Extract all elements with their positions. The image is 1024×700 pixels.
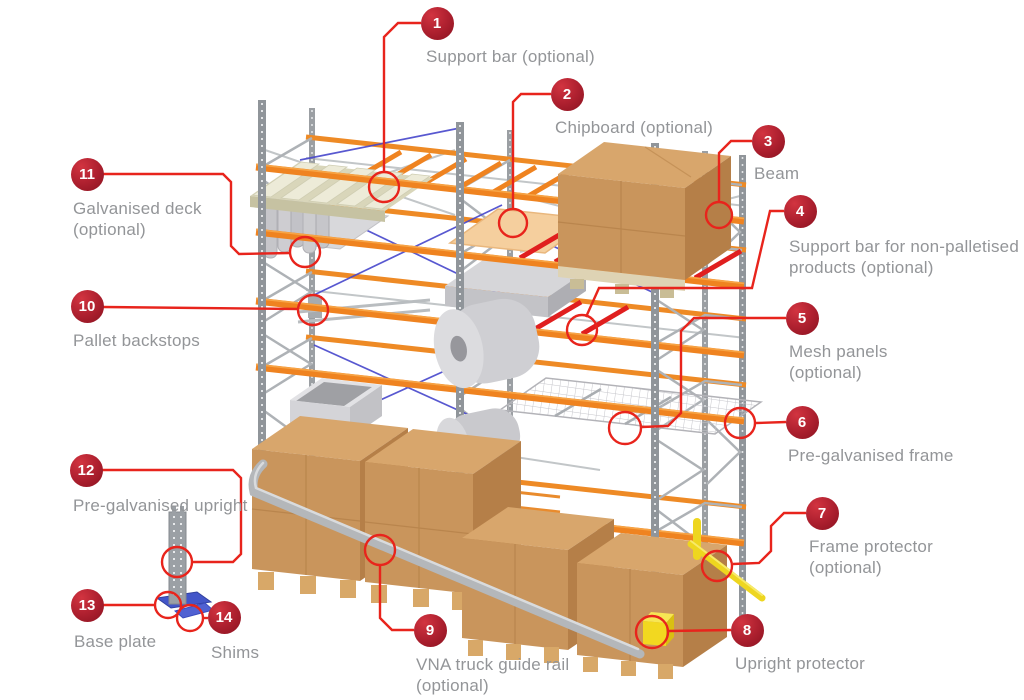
callout-ring-8 — [634, 614, 670, 650]
callout-badge-3: 3 — [751, 124, 785, 158]
upright-inset — [155, 506, 215, 619]
callout-badge-14: 14 — [207, 600, 241, 634]
callout-label-6: Pre-galvanised frame — [788, 446, 954, 465]
callout-connector-3 — [717, 139, 752, 201]
callout-label-5: Mesh panels (optional) — [789, 342, 888, 383]
callout-connector-6 — [755, 420, 787, 425]
callout-connector-2 — [511, 92, 551, 208]
callout-label-12: Pre-galvanised upright — [73, 496, 248, 515]
callout-badge-5: 5 — [785, 301, 819, 335]
callout-ring-5 — [607, 410, 643, 446]
callout-connector-9 — [378, 565, 414, 632]
callout-connector-7 — [732, 511, 806, 566]
callout-ring-4 — [565, 313, 599, 347]
callout-badge-7: 7 — [805, 496, 839, 530]
callout-label-9: VNA truck guide rail (optional) — [416, 655, 570, 696]
callout-connector-10 — [102, 305, 299, 311]
callout-label-8: Upright protector — [735, 654, 866, 673]
callout-badge-11: 11 — [70, 157, 104, 191]
callout-label-3: Beam — [754, 164, 800, 183]
callout-label-1: Support bar (optional) — [426, 47, 595, 66]
callout-label-14: Shims — [211, 643, 260, 662]
callout-connector-4 — [584, 209, 784, 318]
callout-ring-1 — [367, 170, 401, 204]
callout-connector-1 — [382, 21, 421, 171]
callout-badge-9: 9 — [413, 613, 447, 647]
callout-label-4: Support bar for non-palletised products … — [789, 237, 1019, 278]
callout-ring-14 — [175, 603, 205, 633]
callout-ring-6 — [723, 406, 757, 440]
callout-ring-9 — [363, 533, 397, 567]
cardboard-boxes-floor — [251, 416, 727, 679]
callout-ring-2 — [497, 207, 529, 239]
callout-ring-13 — [153, 590, 183, 620]
callout-ring-12 — [160, 545, 194, 579]
callout-ring-3 — [704, 200, 734, 230]
frame-protector — [687, 518, 766, 602]
callout-badge-2: 2 — [550, 77, 584, 111]
callout-connector-12 — [102, 468, 243, 564]
callout-ring-7 — [700, 549, 734, 583]
vna-guide-rail — [248, 459, 645, 659]
callout-badge-12: 12 — [69, 453, 103, 487]
callout-connector-8 — [668, 628, 732, 633]
paper-roll-large — [433, 298, 540, 389]
callout-badge-8: 8 — [730, 613, 764, 647]
callout-ring-11 — [288, 235, 322, 269]
callout-label-7: Frame protector (optional) — [809, 537, 933, 578]
callout-badge-10: 10 — [70, 289, 104, 323]
callout-label-11: Galvanised deck (optional) — [73, 199, 202, 240]
callout-label-2: Chipboard (optional) — [555, 118, 714, 137]
callout-connector-11 — [103, 172, 291, 256]
callout-connector-5 — [641, 316, 786, 429]
callout-badge-4: 4 — [783, 194, 817, 228]
callout-label-10: Pallet backstops — [73, 331, 200, 350]
callout-badge-1: 1 — [420, 6, 454, 40]
callout-badge-6: 6 — [785, 405, 819, 439]
callout-badge-13: 13 — [70, 588, 104, 622]
callout-label-13: Base plate — [74, 632, 157, 651]
callout-ring-10 — [296, 293, 330, 327]
